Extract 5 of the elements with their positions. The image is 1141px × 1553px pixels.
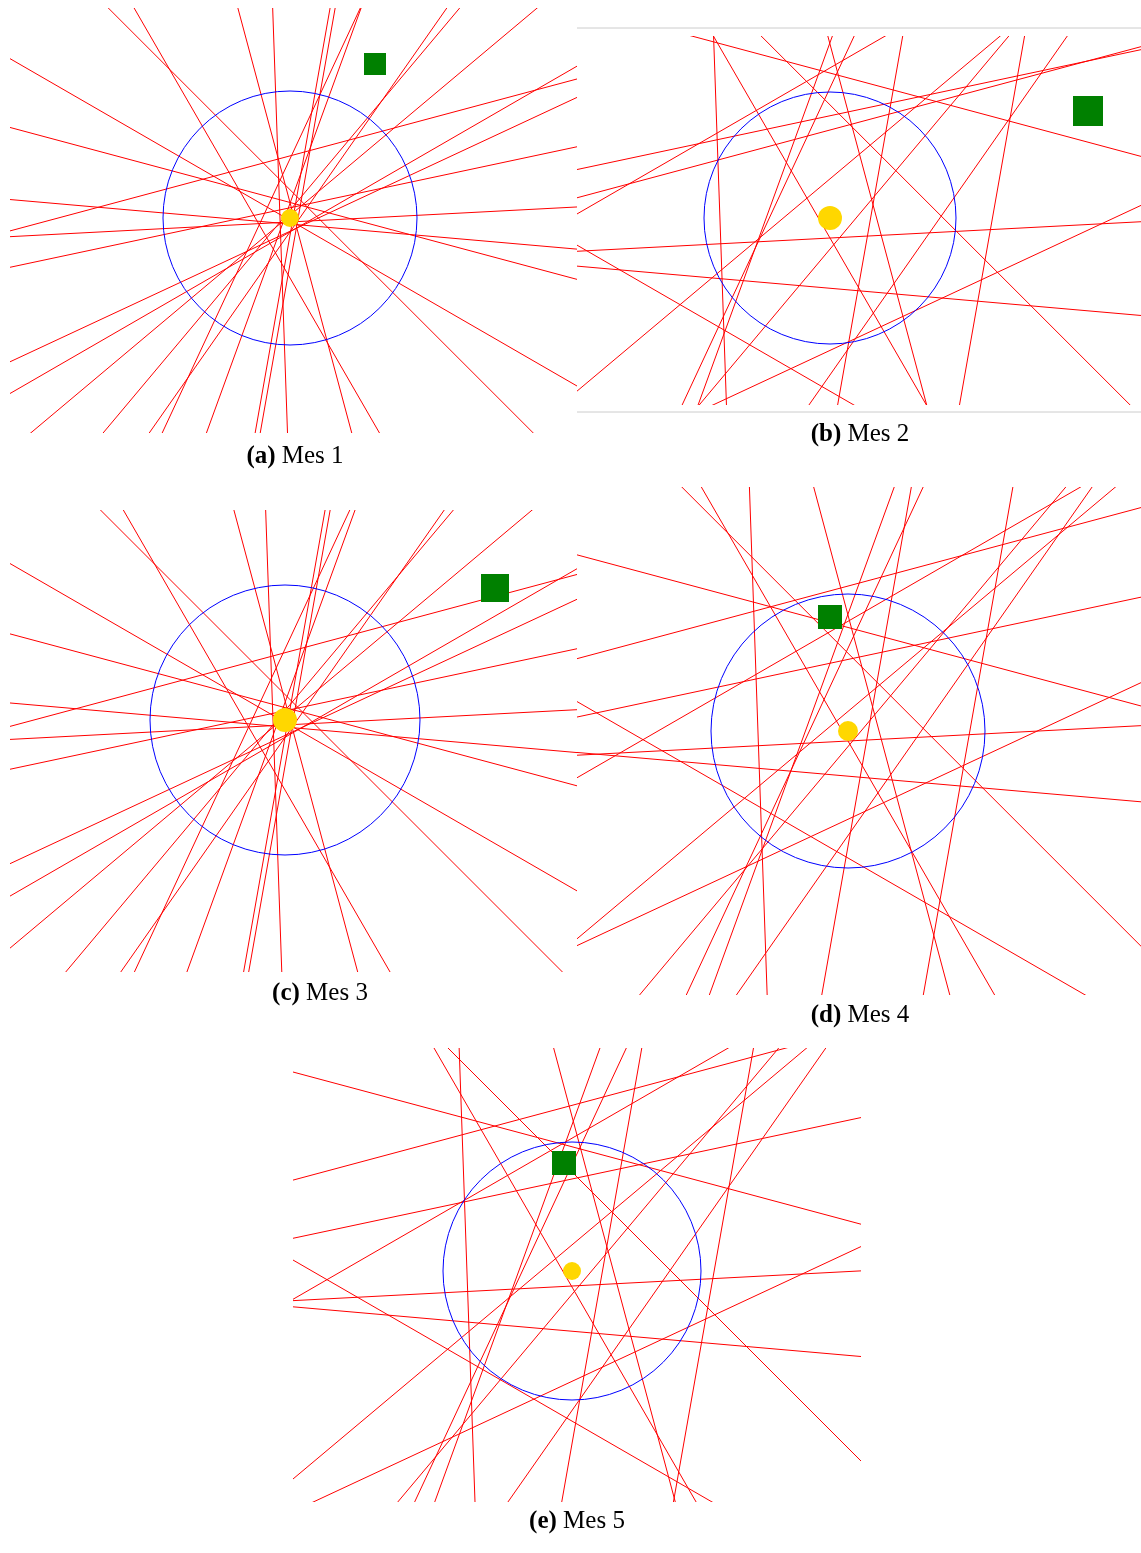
subfigure-caption: (e) Mes 5 [529,1506,625,1534]
subfigure-caption: (d) Mes 4 [810,1000,910,1028]
subfigure-caption: (c) Mes 3 [272,978,368,1006]
subfigure-caption: (a) Mes 1 [246,441,344,469]
subfigure-caption: (b) Mes 2 [810,419,910,447]
